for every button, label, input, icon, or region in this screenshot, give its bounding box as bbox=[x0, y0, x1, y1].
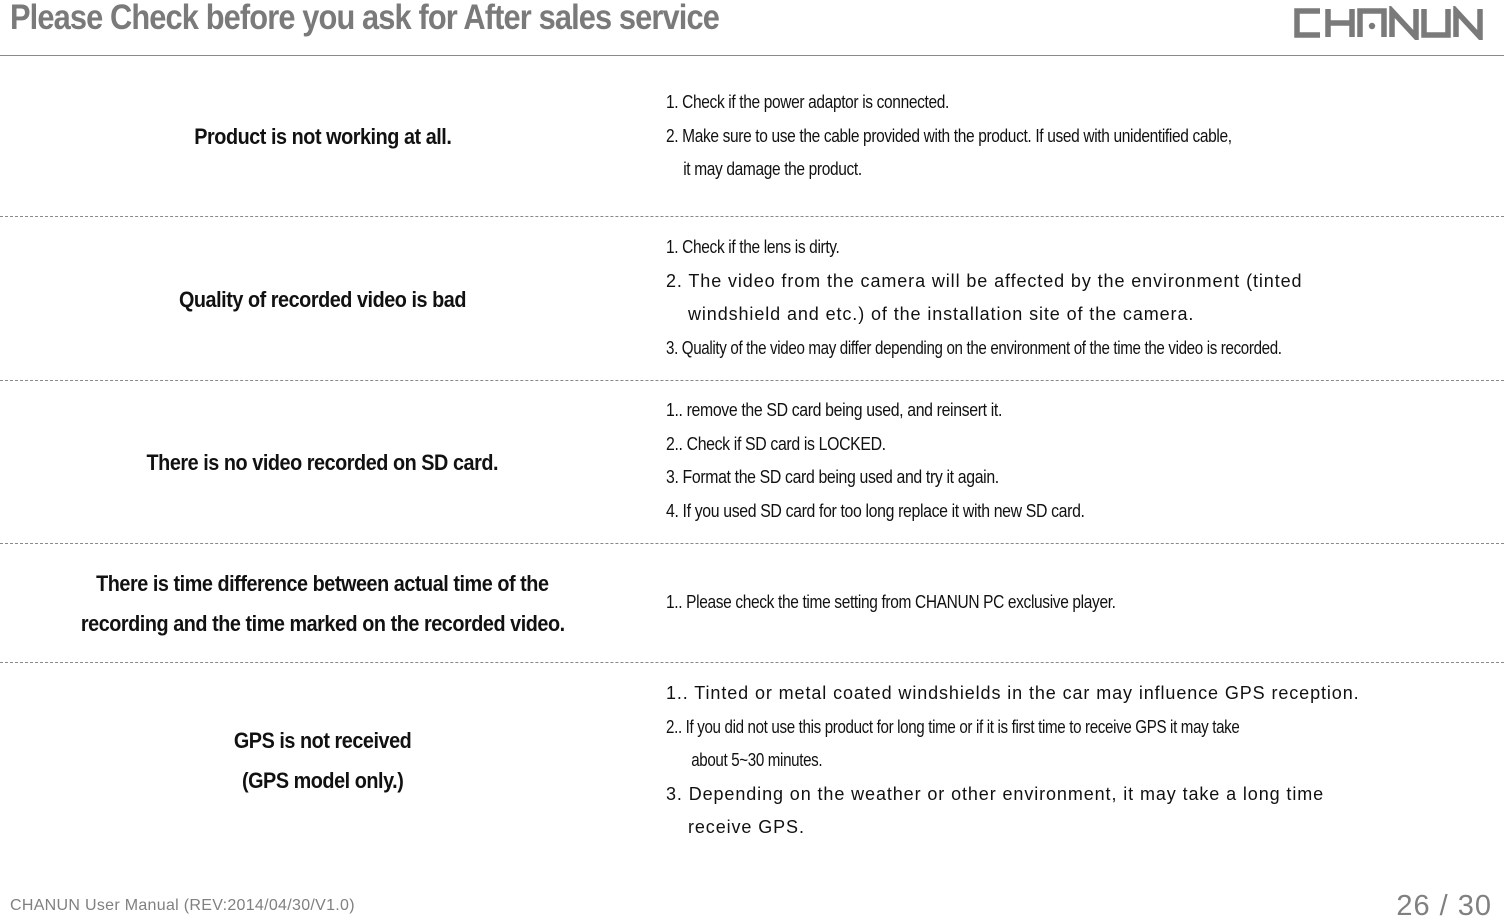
manual-revision: CHANUN User Manual (REV:2014/04/30/V1.0) bbox=[10, 897, 355, 914]
issue-label: There is time difference between actual … bbox=[80, 571, 565, 636]
troubleshoot-row-gps: GPS is not received (GPS model only.) 1.… bbox=[0, 676, 1504, 846]
row-divider bbox=[0, 662, 1504, 663]
row-divider bbox=[0, 380, 1504, 381]
solution-item: 1. Check if the lens is dirty. bbox=[666, 237, 840, 257]
page-title: Please Check before you ask for After sa… bbox=[10, 0, 720, 37]
solution-item: 1. Check if the power adaptor is connect… bbox=[666, 92, 949, 112]
page-indicator: 26 / 30 bbox=[1396, 890, 1492, 922]
solution-item: 2.. If you did not use this product for … bbox=[666, 716, 1240, 737]
header-divider bbox=[0, 55, 1504, 56]
row-divider bbox=[0, 216, 1504, 217]
solution-item: 3. Depending on the weather or other env… bbox=[666, 783, 1325, 804]
chanun-logo bbox=[1294, 6, 1483, 40]
solution-item: receive GPS. bbox=[688, 817, 805, 837]
issue-label: Product is not working at all. bbox=[193, 124, 452, 149]
row-divider bbox=[0, 543, 1504, 544]
solution-item: 1.. Please check the time setting from C… bbox=[666, 592, 1116, 612]
solution-list: 1.. Please check the time setting from C… bbox=[666, 586, 1504, 620]
troubleshoot-row-video-quality: Quality of recorded video is bad 1. Chec… bbox=[0, 230, 1504, 370]
solution-item: 2.. Check if SD card is LOCKED. bbox=[666, 433, 886, 454]
troubleshoot-row-sd-card: There is no video recorded on SD card. 1… bbox=[0, 393, 1504, 533]
solution-list: 1.. Tinted or metal coated windshields i… bbox=[666, 677, 1504, 845]
solution-list: 1.. remove the SD card being used, and r… bbox=[666, 394, 1504, 528]
solution-item: 2. Make sure to use the cable provided w… bbox=[666, 125, 1232, 146]
solution-item: 2. The video from the camera will be aff… bbox=[666, 270, 1303, 291]
solution-item: it may damage the product. bbox=[683, 159, 862, 179]
solution-item: 4. If you used SD card for too long repl… bbox=[666, 500, 1085, 521]
solution-item: windshield and etc.) of the installation… bbox=[688, 304, 1195, 324]
solution-list: 1. Check if the power adaptor is connect… bbox=[666, 86, 1504, 187]
solution-item: 1.. Tinted or metal coated windshields i… bbox=[666, 683, 1360, 703]
issue-label: GPS is not received (GPS model only.) bbox=[233, 728, 412, 793]
troubleshoot-row-power: Product is not working at all. 1. Check … bbox=[0, 85, 1504, 189]
solution-item: 1.. remove the SD card being used, and r… bbox=[666, 400, 1003, 420]
solution-item: 3. Quality of the video may differ depen… bbox=[666, 337, 1282, 358]
troubleshoot-row-time-difference: There is time difference between actual … bbox=[0, 560, 1504, 650]
solution-list: 1. Check if the lens is dirty. 2. The vi… bbox=[666, 231, 1504, 365]
issue-label: Quality of recorded video is bad bbox=[178, 287, 467, 312]
issue-label: There is no video recorded on SD card. bbox=[146, 450, 499, 475]
solution-item: 3. Format the SD card being used and try… bbox=[666, 467, 999, 487]
solution-item: about 5~30 minutes. bbox=[691, 750, 823, 770]
